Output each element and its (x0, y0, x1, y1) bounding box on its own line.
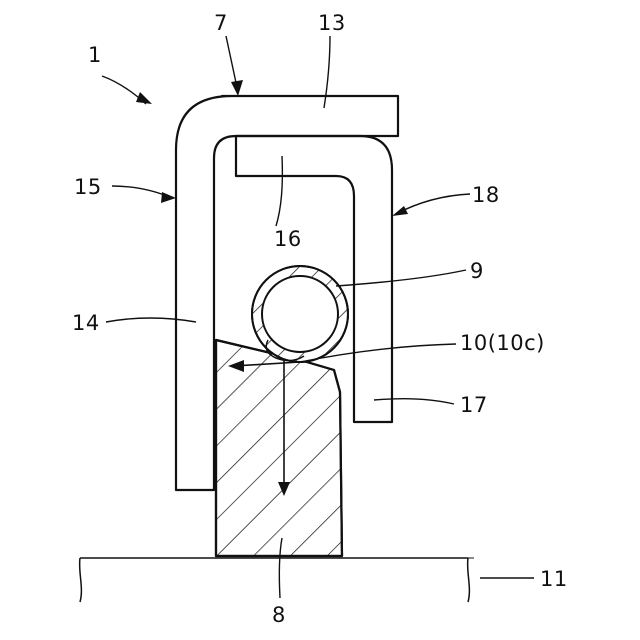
label-1: 1 (88, 43, 102, 67)
label-10-10c: 10(10c) (460, 331, 545, 355)
label-7: 7 (214, 11, 228, 35)
label-8: 8 (272, 603, 286, 627)
label-11: 11 (540, 567, 568, 591)
label-18: 18 (472, 183, 500, 207)
label-15: 15 (74, 175, 102, 199)
label-17: 17 (460, 393, 488, 417)
label-13: 13 (318, 11, 346, 35)
seal-body-8 (216, 340, 342, 556)
spring-9 (252, 266, 348, 362)
label-9: 9 (470, 259, 484, 283)
label-16: 16 (274, 227, 302, 251)
label-14: 14 (72, 311, 100, 335)
